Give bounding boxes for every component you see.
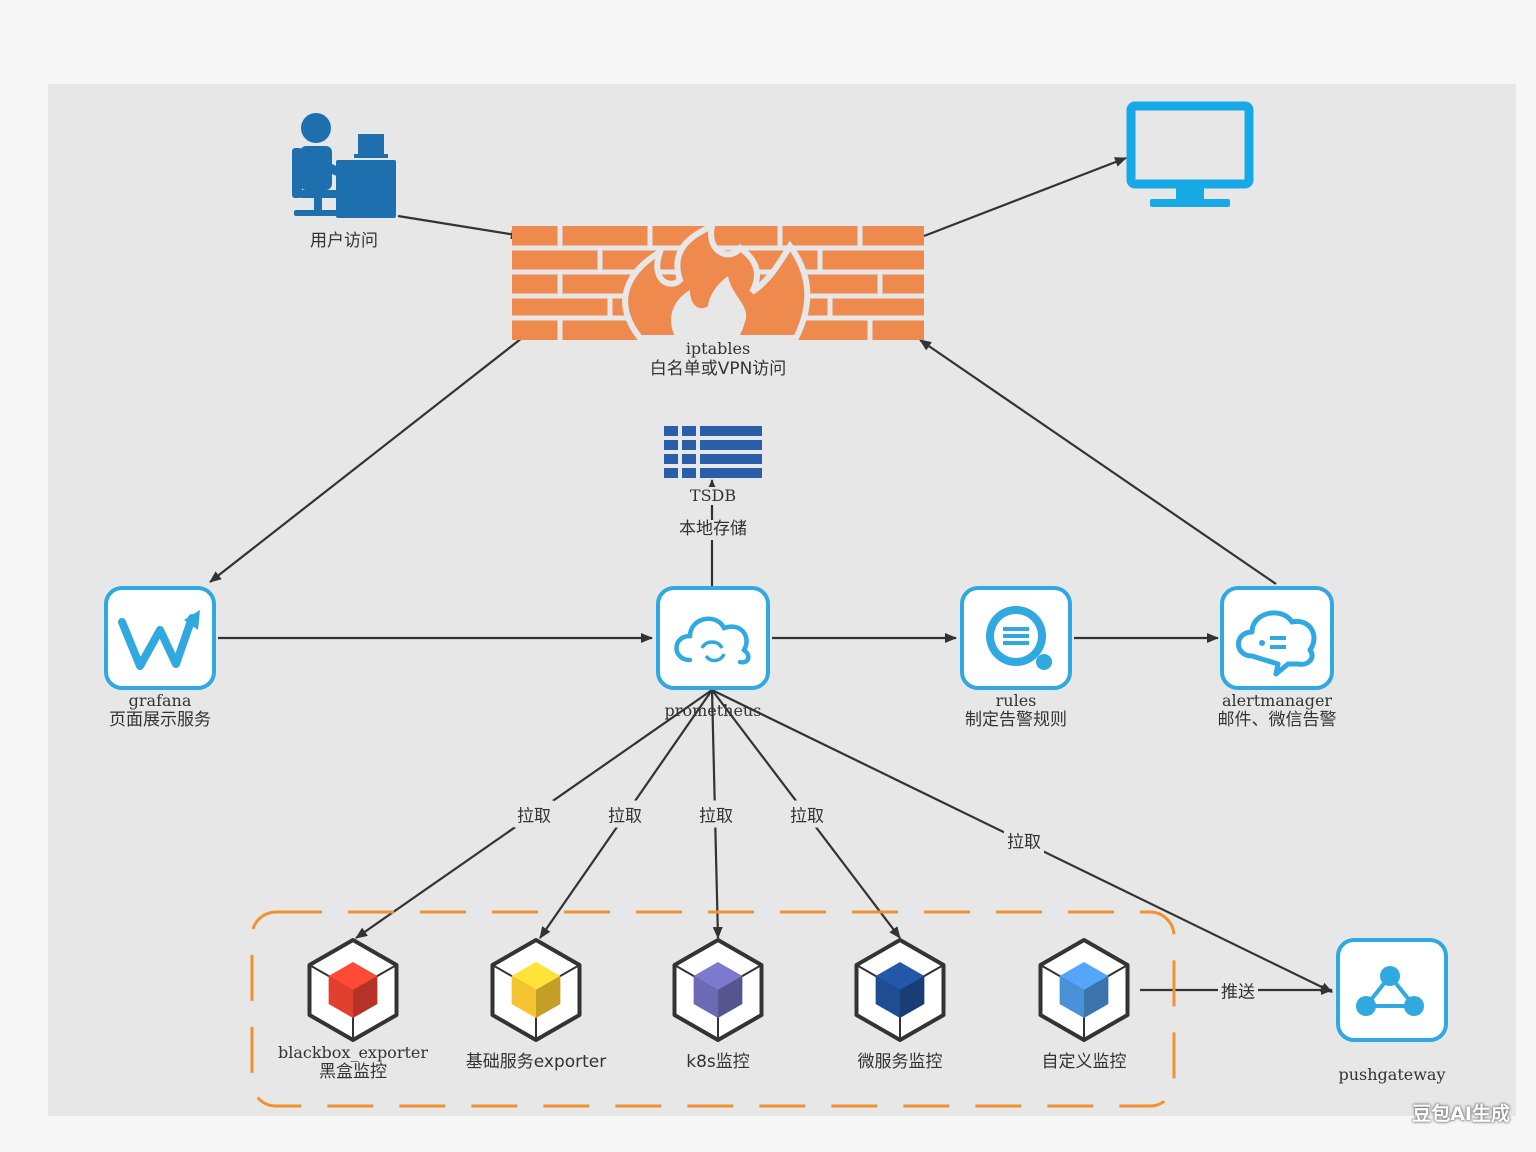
monitor-icon	[1126, 101, 1254, 207]
user-label: 用户访问	[310, 231, 378, 251]
rules-icon	[960, 586, 1072, 690]
exporter-group-box	[250, 910, 1176, 1108]
prometheus-icon	[656, 586, 770, 690]
edge-firewall-grafana	[209, 337, 523, 583]
exporter-basic-label: 基础服务exporter	[465, 1052, 607, 1072]
grafana-icon	[104, 586, 216, 690]
pushgateway-icon	[1336, 938, 1448, 1042]
pushgateway-name: pushgateway	[1338, 1065, 1446, 1084]
grafana-name: grafana	[128, 691, 192, 710]
exporter-micro-label: 微服务监控	[857, 1052, 943, 1072]
exporter-cube-k8s-icon	[672, 938, 764, 1042]
exporter-cubes	[307, 938, 1130, 1042]
alertmanager-icon	[1220, 586, 1334, 690]
exporter-custom-label: 自定义监控	[1041, 1052, 1127, 1072]
rules-label: 制定告警规则	[965, 710, 1067, 730]
edge-label-pull-basic: 拉取	[605, 800, 645, 828]
exporter-cube-basic-icon	[490, 938, 582, 1042]
firewall-name: iptables	[685, 339, 751, 358]
user-icon	[292, 113, 396, 218]
tsdb-label: 本地存储	[677, 519, 749, 540]
prometheus-name: prometheus	[664, 701, 762, 720]
exporter-cube-blackbox-icon	[307, 938, 399, 1042]
exporter-blackbox-name: blackbox_exporter	[277, 1043, 429, 1062]
exporter-cube-micro-icon	[854, 938, 946, 1042]
edge-user-firewall	[397, 214, 523, 240]
edge-label-pull-blackbox: 拉取	[514, 800, 554, 828]
firewall-icon	[512, 220, 924, 341]
firewall-label: 白名单或VPN访问	[649, 359, 787, 379]
tsdb-name: TSDB	[687, 486, 739, 506]
exporter-blackbox-label: 黑盒监控	[319, 1062, 387, 1082]
edge-label-push: 推送	[1218, 976, 1258, 1004]
edge-label-pull-pushgateway: 拉取	[1004, 826, 1044, 854]
watermark: 豆包AI生成	[1412, 1103, 1510, 1125]
edge-alertmanager-firewall	[919, 339, 1277, 585]
exporter-cube-custom-icon	[1038, 938, 1130, 1042]
alertmanager-name: alertmanager	[1221, 691, 1333, 710]
rules-name: rules	[995, 691, 1037, 710]
edge-label-pull-k8s: 拉取	[696, 800, 736, 828]
exporter-k8s-label: k8s监控	[686, 1052, 750, 1072]
tsdb-icon	[664, 426, 762, 478]
edge-label-pull-micro: 拉取	[787, 800, 827, 828]
edge-firewall-monitor	[923, 156, 1127, 238]
grafana-label: 页面展示服务	[109, 710, 211, 730]
alertmanager-label: 邮件、微信告警	[1217, 710, 1337, 730]
